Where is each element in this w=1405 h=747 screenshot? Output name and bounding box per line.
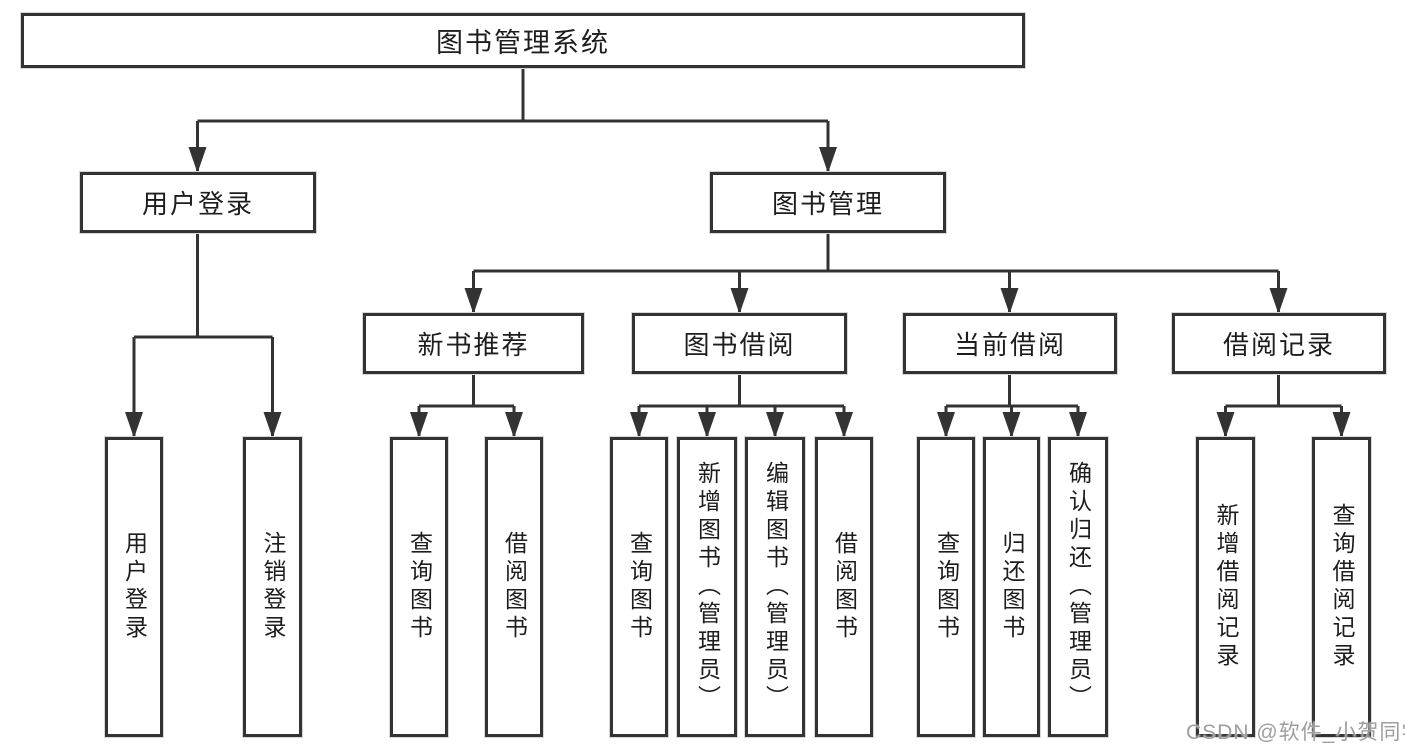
leaf-edit-books-admin: 编辑图书（管理员）	[745, 437, 805, 737]
leaf-label: 用户登录	[121, 531, 148, 643]
watermark: CSDN @软件_小贺同学	[1186, 721, 1405, 744]
node-label: 用户登录	[141, 189, 254, 219]
leaf-label: 编辑图书（管理员）	[762, 461, 789, 713]
leaf-label: 查询图书	[933, 531, 960, 643]
node-label: 借阅记录	[1222, 330, 1335, 360]
leaf-label: 归还图书	[999, 531, 1025, 643]
leaf-borrow-books: 借阅图书	[485, 437, 543, 737]
leaf-label: 查询图书	[406, 531, 433, 643]
leaf-query-borrow-record: 查询借阅记录	[1312, 437, 1371, 737]
leaf-label: 新增图书（管理员）	[694, 461, 721, 713]
node-label: 图书借阅	[683, 330, 796, 360]
leaf-query-books: 查询图书	[610, 437, 668, 737]
node-new-book-recommendation: 新书推荐	[363, 313, 584, 374]
node-library-management-system: 图书管理系统	[21, 13, 1025, 68]
leaf-label: 确认归还（管理员）	[1065, 461, 1092, 713]
leaf-label: 查询借阅记录	[1329, 503, 1355, 671]
node-label: 图书管理系统	[436, 28, 610, 58]
leaf-confirm-return-admin: 确认归还（管理员）	[1048, 437, 1108, 737]
node-current-borrowing: 当前借阅	[903, 313, 1117, 374]
leaf-return-books: 归还图书	[983, 437, 1040, 737]
leaf-logout: 注销登录	[243, 437, 302, 737]
node-label: 当前借阅	[953, 330, 1066, 360]
leaf-label: 借阅图书	[501, 531, 528, 643]
node-user-login: 用户登录	[80, 172, 316, 233]
leaf-label: 注销登录	[260, 531, 286, 643]
leaf-borrow-books: 借阅图书	[815, 437, 873, 737]
node-book-management: 图书管理	[710, 172, 946, 233]
node-book-borrowing: 图书借阅	[632, 313, 847, 374]
leaf-query-books: 查询图书	[390, 437, 448, 737]
leaf-add-borrow-record: 新增借阅记录	[1196, 437, 1255, 737]
leaf-label: 借阅图书	[831, 531, 858, 643]
node-label: 新书推荐	[417, 330, 530, 360]
leaf-label: 新增借阅记录	[1213, 503, 1239, 671]
leaf-add-books-admin: 新增图书（管理员）	[677, 437, 737, 737]
leaf-label: 查询图书	[626, 531, 653, 643]
node-borrowing-records: 借阅记录	[1172, 313, 1386, 374]
leaf-user-login: 用户登录	[105, 437, 163, 737]
node-label: 图书管理	[771, 189, 884, 219]
leaf-query-books: 查询图书	[917, 437, 975, 737]
